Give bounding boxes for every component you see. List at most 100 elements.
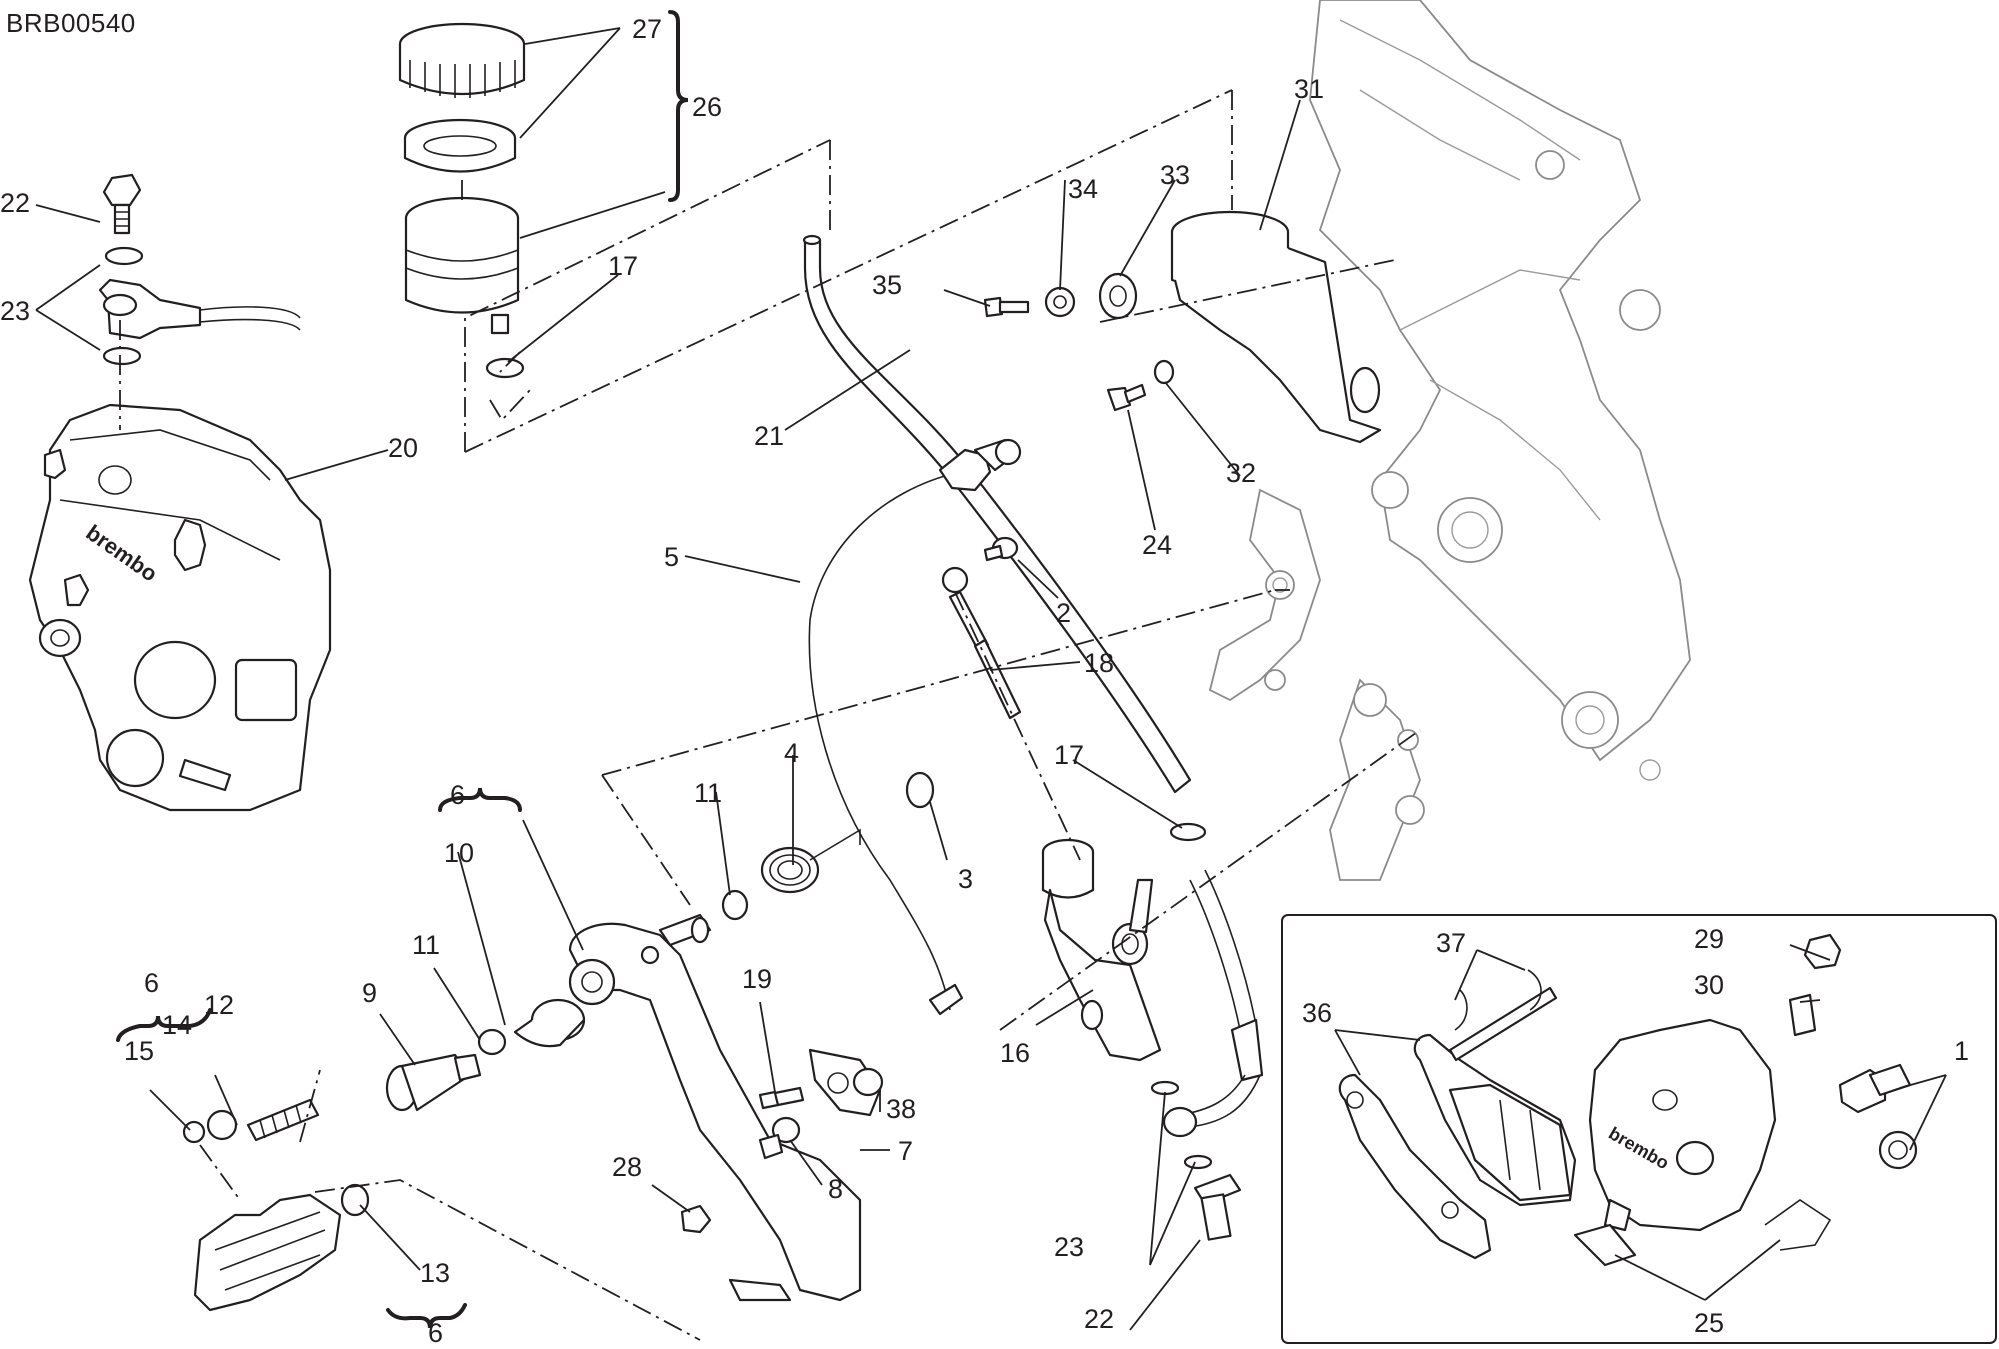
mount-bushing <box>1878 1130 1918 1170</box>
bracket-bolt-24 <box>1106 383 1147 412</box>
callout-28: 28 <box>612 1152 642 1182</box>
spacer-bush <box>1044 286 1076 318</box>
bleed-valve <box>1788 993 1817 1037</box>
washer-32 <box>1153 359 1175 385</box>
callout-23-upper: 23 <box>0 296 30 326</box>
sealing-washer-upper <box>104 246 144 266</box>
master-cylinder-pushrod <box>941 566 1022 720</box>
clevis-pin-8 <box>758 1116 801 1160</box>
rear-master-cylinder <box>1041 838 1162 1062</box>
caliper-detail-inset: brembo <box>1281 914 1997 1344</box>
diagram-reference-code: BRB00540 <box>6 8 136 38</box>
washer-11-upper <box>721 889 749 921</box>
reservoir-bracket <box>1170 210 1382 444</box>
brake-pedal <box>568 922 862 1302</box>
callout-29: 29 <box>1694 924 1724 954</box>
assembly-axis-lines <box>119 89 1421 1341</box>
callout-21: 21 <box>754 421 784 451</box>
callout-19: 19 <box>742 964 772 994</box>
inset-caliper-body: brembo <box>1588 1018 1777 1232</box>
callout-38: 38 <box>886 1094 916 1124</box>
brake-hose-lower <box>1162 869 1264 1138</box>
brake-hose-banjo <box>98 278 301 340</box>
callout-5: 5 <box>664 542 679 572</box>
hose-clamp-lower <box>1169 822 1207 842</box>
callout-15: 15 <box>124 1036 154 1066</box>
inset-leaders <box>1334 944 1947 1301</box>
pin-2 <box>983 536 1019 562</box>
callout-22-lower: 22 <box>1084 1304 1114 1334</box>
callout-4: 4 <box>784 738 799 768</box>
callout-6-upper-left: 6 <box>144 968 159 998</box>
callout-numbers: 27 26 17 22 23 20 21 5 2 18 17 4 3 16 11… <box>0 14 1324 1348</box>
callout-8: 8 <box>828 1174 843 1204</box>
callout-33: 33 <box>1160 160 1190 190</box>
washer-master-lower <box>1183 1154 1213 1170</box>
reservoir-hose <box>802 234 1192 794</box>
bleed-cap <box>1803 933 1842 970</box>
callout-31: 31 <box>1294 74 1324 104</box>
bracket-bolt-35 <box>983 296 1030 318</box>
brake-fluid-reservoir <box>404 196 520 335</box>
sealing-washer-lower <box>102 346 142 366</box>
brake-pad-left <box>1338 1073 1492 1260</box>
callout-25: 25 <box>1694 1308 1724 1338</box>
callout-24: 24 <box>1142 530 1172 560</box>
pivot-bolt-9 <box>385 1053 482 1112</box>
reservoir-cap <box>398 22 526 98</box>
callout-20: 20 <box>388 433 418 463</box>
callout-22-upper: 22 <box>0 188 30 218</box>
callout-14: 14 <box>162 1010 192 1040</box>
banjo-bolt-lower <box>1193 1173 1242 1241</box>
banjo-bolt-upper <box>102 173 142 235</box>
callout-10: 10 <box>444 838 474 868</box>
callout-2: 2 <box>1056 598 1071 628</box>
rear-brake-caliper: brembo <box>28 403 332 812</box>
callout-11-lower: 11 <box>412 930 440 960</box>
reservoir-diaphragm <box>403 118 517 173</box>
callout-leaders <box>35 27 1301 1331</box>
pedal-pivot-pin <box>658 913 712 947</box>
callout-1: 1 <box>1954 1036 1969 1066</box>
callout-9: 9 <box>362 978 377 1008</box>
nut-28 <box>680 1204 712 1234</box>
hose-clamp-upper <box>485 357 525 379</box>
washer-3 <box>905 771 935 809</box>
washer-11-lower <box>477 1028 507 1056</box>
callout-3: 3 <box>958 864 973 894</box>
callout-6-pedal: 6 <box>450 780 465 810</box>
callout-36: 36 <box>1302 998 1332 1028</box>
callout-braces <box>116 10 689 1329</box>
callout-16: 16 <box>1000 1038 1030 1068</box>
pad-spring <box>1573 1199 1832 1267</box>
pad-retaining-pin <box>1448 986 1558 1062</box>
brake-light-switch-cable <box>808 438 1022 1016</box>
footrest-plate-outline <box>1208 488 1425 881</box>
callout-11-upper: 11 <box>694 778 722 808</box>
callout-18: 18 <box>1084 648 1114 678</box>
pushrod-clevis <box>808 1048 882 1117</box>
callout-7: 7 <box>898 1136 913 1166</box>
callout-23-lower: 23 <box>1054 1232 1084 1262</box>
frame-bracket-outline <box>1309 0 1691 781</box>
callout-17-lower: 17 <box>1054 740 1084 770</box>
rubber-grommet <box>1098 272 1138 320</box>
caliper-mount-bolt <box>1838 1063 1912 1114</box>
washer-14 <box>206 1109 238 1141</box>
callout-17-upper: 17 <box>608 251 638 281</box>
callout-12: 12 <box>204 990 234 1020</box>
callout-27: 27 <box>632 14 662 44</box>
callout-30: 30 <box>1694 970 1724 1000</box>
pivot-bushing <box>513 998 586 1048</box>
footpeg-spring <box>246 1098 320 1142</box>
clevis-bolt-19 <box>758 1086 805 1110</box>
pedal-return-spring <box>760 828 861 894</box>
callout-34: 34 <box>1068 174 1098 204</box>
callout-32: 32 <box>1226 458 1256 488</box>
washer-38 <box>852 1067 884 1097</box>
brake-pad-right <box>1413 1033 1577 1207</box>
callout-6-lower: 6 <box>428 1318 443 1348</box>
clip-15 <box>182 1120 206 1144</box>
callout-35: 35 <box>872 270 902 300</box>
